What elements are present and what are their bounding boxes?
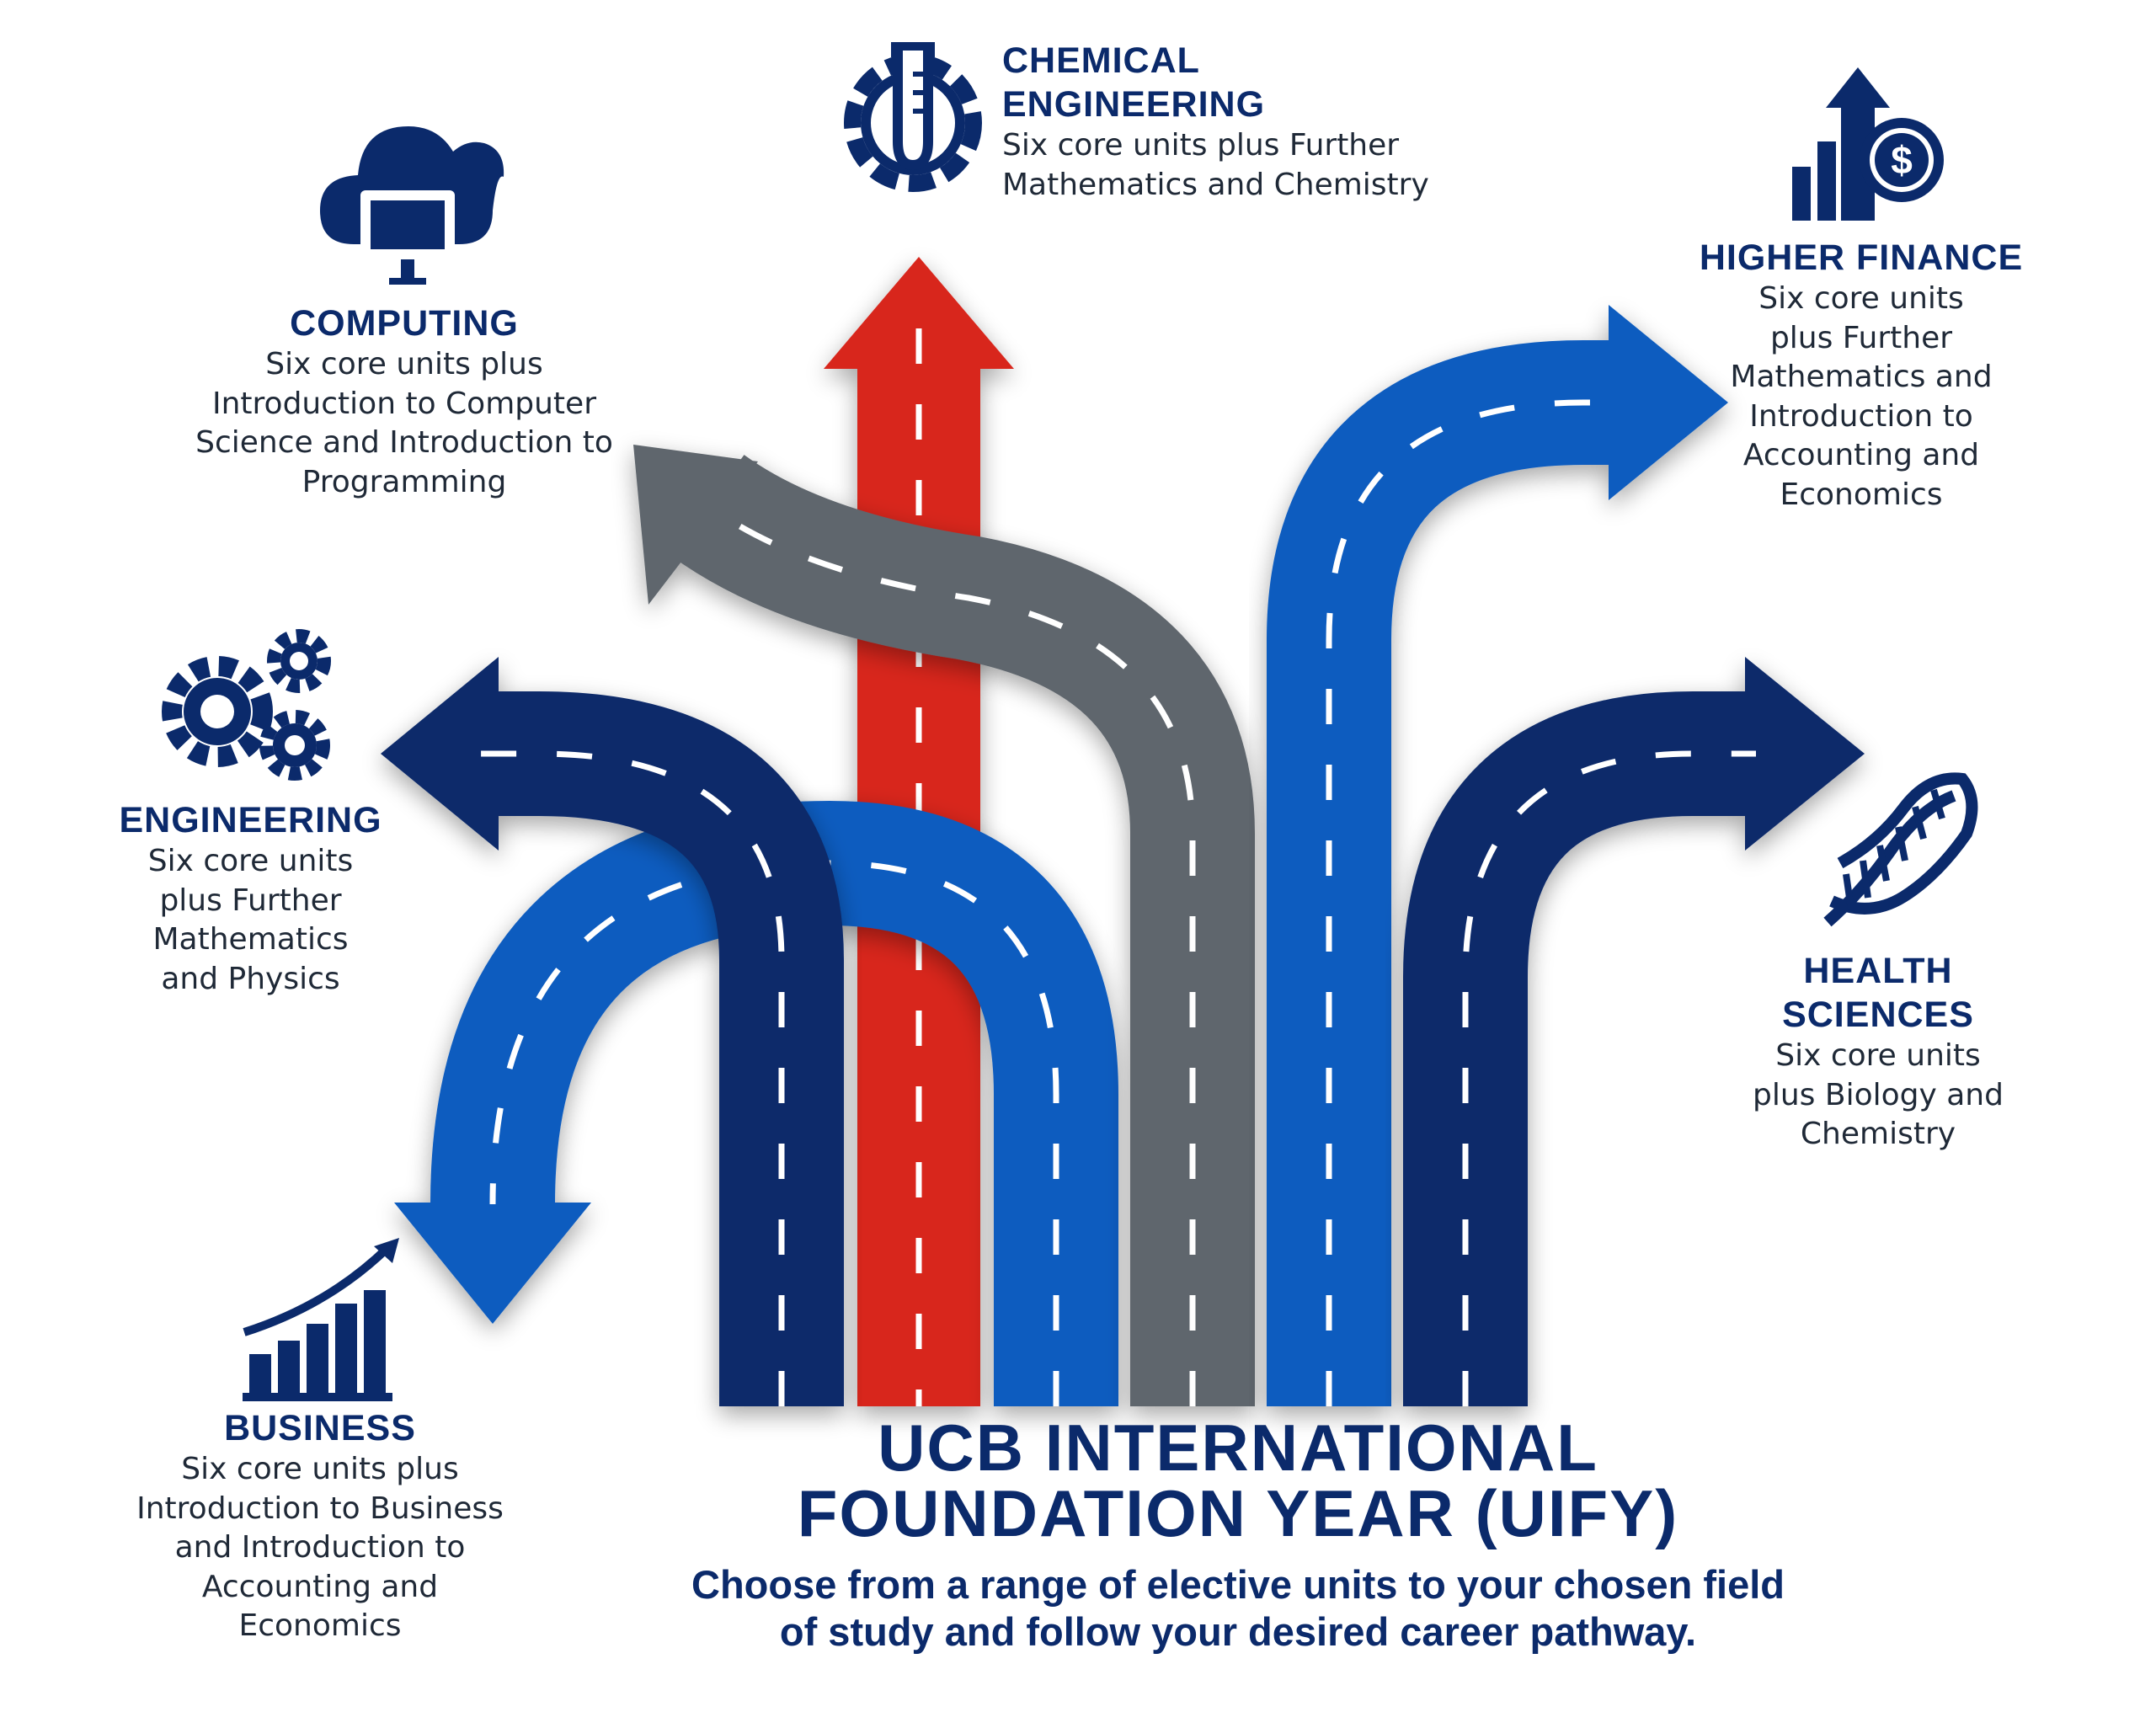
heading-health-sciences-1: HEALTH xyxy=(1803,951,1953,991)
label-computing: COMPUTING Six core units plus Introducti… xyxy=(177,301,632,502)
heading-business: BUSINESS xyxy=(224,1408,416,1448)
dna-icon xyxy=(1823,772,1978,927)
heading-health-sciences-2: SCIENCES xyxy=(1782,995,1974,1035)
heading-engineering: ENGINEERING xyxy=(119,800,382,840)
description-chemical-engineering: Six core units plus Further Mathematics … xyxy=(1002,128,1429,202)
main-title-line-2: FOUNDATION YEAR (UIFY) xyxy=(797,1476,1679,1550)
road-health-sciences xyxy=(1403,657,1865,1406)
description-computing: Six core units plus Introduction to Comp… xyxy=(195,347,613,499)
main-subtitle: Choose from a range of elective units to… xyxy=(691,1562,1785,1654)
main-title-block: UCB INTERNATIONAL FOUNDATION YEAR (UIFY)… xyxy=(590,1415,1886,1656)
heading-computing: COMPUTING xyxy=(290,303,519,344)
svg-text:$: $ xyxy=(1891,138,1913,182)
bar-chart-growth-icon xyxy=(243,1238,399,1401)
description-engineering: Six core units plus Further Mathematics … xyxy=(147,844,354,996)
main-title-line-1: UCB INTERNATIONAL xyxy=(878,1411,1598,1485)
test-tube-gear-icon xyxy=(844,42,982,192)
label-health-sciences: HEALTH SCIENCES Six core units plus Biol… xyxy=(1735,949,2021,1155)
label-chemical-engineering: CHEMICAL ENGINEERING Six core units plus… xyxy=(1002,39,1474,205)
heading-chemical-engineering-1: CHEMICAL xyxy=(1002,40,1200,81)
gears-icon xyxy=(162,629,331,781)
road-computing xyxy=(633,445,1255,1406)
road-engineering xyxy=(381,657,844,1406)
cloud-computer-icon xyxy=(320,126,504,285)
finance-growth-dollar-icon: $ xyxy=(1792,67,1944,221)
label-engineering: ENGINEERING Six core units plus Further … xyxy=(101,798,400,999)
heading-chemical-engineering-2: ENGINEERING xyxy=(1002,84,1266,125)
description-business: Six core units plus Introduction to Busi… xyxy=(136,1452,504,1643)
label-higher-finance: HIGHER FINANCE Six core units plus Furth… xyxy=(1693,236,2030,515)
description-higher-finance: Six core units plus Further Mathematics … xyxy=(1730,281,1993,512)
heading-higher-finance: HIGHER FINANCE xyxy=(1699,237,2024,278)
description-health-sciences: Six core units plus Biology and Chemistr… xyxy=(1753,1038,2004,1151)
road-higher-finance xyxy=(1267,305,1728,1406)
label-business: BUSINESS Six core units plus Introductio… xyxy=(126,1406,514,1646)
